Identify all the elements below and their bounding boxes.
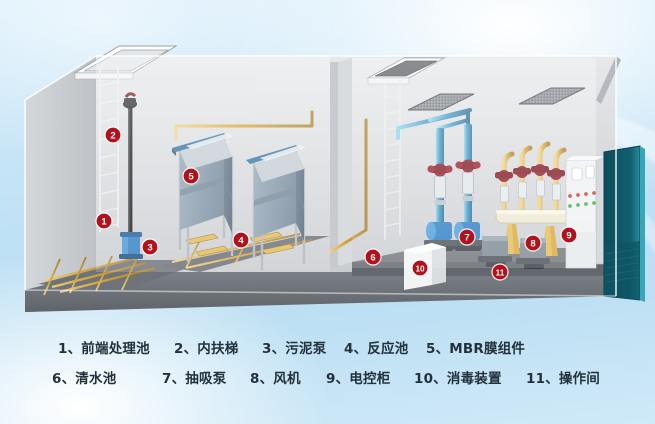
legend-item-3: 3、污泥泵 [262,337,332,357]
right-end-edge [596,56,621,104]
legend-item-11-name: 操作间 [558,371,600,387]
legend-item-1-sep: 、 [67,341,82,357]
marker-4-label: 4 [238,236,244,247]
legend-item-2-num: 2 [174,341,184,357]
legend-item-10-sep: 、 [433,371,447,387]
legend-item-2: 2、内扶梯 [174,337,248,357]
legend-item-11-num: 11 [526,371,546,387]
legend-item-9-name: 电控柜 [349,371,391,387]
legend-item-7-sep: 、 [171,371,186,387]
marker-10[interactable]: 10 [411,259,429,277]
marker-3-label: 3 [147,243,152,254]
marker-2-label: 2 [110,131,115,142]
marker-7[interactable]: 7 [458,228,476,246]
legend: 1、前端处理池 2、内扶梯 3、污泥泵 4、反应池 5、MBR膜组件 6、清水池… [0,330,655,406]
container-left-end-wall [25,56,96,290]
legend-item-5: 5、MBR膜组件 [426,337,525,357]
cutaway-glass-panels [96,56,596,272]
legend-item-6-num: 6 [52,371,62,387]
legend-item-3-num: 3 [262,341,272,357]
legend-item-4-num: 4 [344,341,354,357]
legend-item-8: 8、风机 [250,367,314,387]
marker-5[interactable]: 5 [182,167,200,185]
legend-item-9-num: 9 [326,371,336,387]
partition-wall [330,62,338,270]
marker-2[interactable]: 2 [104,126,122,144]
legend-row-2: 6、清水池 7、抽吸泵 8、风机 9、电控柜 10、消毒装置 11、操作间 [0,364,655,390]
legend-item-4-name: 反应池 [367,341,409,357]
legend-item-1-name: 前端处理池 [81,341,150,357]
legend-item-7-name: 抽吸泵 [185,371,227,387]
container-front-edges [24,55,617,297]
legend-item-2-sep: 、 [183,341,198,357]
marker-1[interactable]: 1 [95,212,113,230]
legend-item-9-sep: 、 [335,371,350,387]
door-louvers [605,248,639,283]
marker-11-label: 11 [496,268,505,277]
legend-item-11-sep: 、 [545,371,559,387]
legend-item-1-num: 1 [58,341,68,357]
container-floor-top [25,272,616,312]
marker-4[interactable]: 4 [232,231,250,249]
legend-item-5-name: MBR膜组件 [449,341,526,357]
legend-row-1: 1、前端处理池 2、内扶梯 3、污泥泵 4、反应池 5、MBR膜组件 [0,334,655,360]
marker-11[interactable]: 11 [491,263,509,281]
legend-item-6: 6、清水池 [52,367,148,387]
legend-item-10: 10、消毒装置 [414,367,510,387]
marker-8-label: 8 [530,239,535,250]
legend-item-2-name: 内扶梯 [197,341,239,357]
legend-item-1: 1、前端处理池 [58,337,162,357]
marker-5-label: 5 [188,172,194,183]
legend-item-3-name: 污泥泵 [285,341,327,357]
marker-6[interactable]: 6 [364,248,382,266]
legend-item-10-name: 消毒装置 [446,371,502,387]
legend-item-7: 7、抽吸泵 [162,367,238,387]
marker-6-label: 6 [370,253,375,264]
legend-item-3-sep: 、 [271,341,286,357]
legend-item-10-num: 10 [414,371,434,387]
marker-8[interactable]: 8 [524,234,542,252]
entry-door[interactable] [603,145,645,302]
legend-item-8-name: 风机 [273,371,301,387]
legend-item-8-sep: 、 [259,371,274,387]
legend-item-7-num: 7 [162,371,172,387]
legend-item-6-name: 清水池 [75,371,117,387]
legend-item-4: 4、反应池 [344,337,414,357]
legend-item-6-sep: 、 [61,371,76,387]
marker-9[interactable]: 9 [560,226,578,244]
marker-10-label: 10 [415,264,425,273]
legend-item-9: 9、电控柜 [326,367,402,387]
marker-3[interactable]: 3 [141,238,159,256]
marker-7-label: 7 [464,233,469,244]
legend-item-8-num: 8 [250,371,260,387]
legend-item-5-num: 5 [426,341,436,357]
legend-item-4-sep: 、 [353,341,368,357]
legend-item-5-sep: 、 [435,341,450,357]
partition-wall-side [338,58,352,266]
marker-1-label: 1 [101,217,107,228]
legend-item-11: 11、操作间 [526,367,600,387]
marker-9-label: 9 [566,231,571,242]
